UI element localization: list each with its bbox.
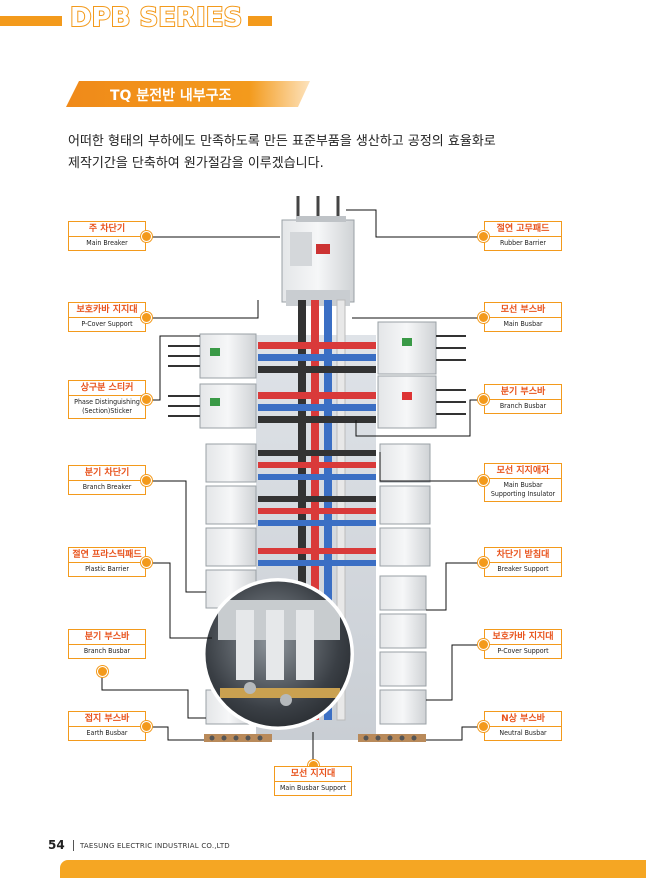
callout-dot [478, 639, 489, 650]
label-rubber-barrier: 절연 고무패드 Rubber Barrier [484, 221, 562, 251]
page-number: 54 [48, 838, 65, 852]
section-tab: TQ 분전반 내부구조 [66, 81, 310, 107]
section-title: TQ 분전반 내부구조 [110, 88, 232, 104]
callout-dot [478, 475, 489, 486]
label-pcover-support-left: 보호카바 지지대 P-Cover Support [68, 302, 146, 332]
callout-dot [478, 394, 489, 405]
label-branch-breaker: 분기 차단기 Branch Breaker [68, 465, 146, 495]
callout-dot [478, 721, 489, 732]
series-title: DPB SERIES [69, 2, 243, 34]
callout-dot [141, 475, 152, 486]
intro-line-1: 어떠한 형태의 부하에도 만족하도록 만든 표준부품을 생산하고 공정의 효율화… [68, 134, 496, 149]
callout-dot [141, 394, 152, 405]
header-accent-bar-right [248, 16, 272, 26]
label-main-busbar-insulator: 모선 지지애자 Main Busbar Supporting Insulator [484, 463, 562, 502]
label-breaker-support: 차단기 받침대 Breaker Support [484, 547, 562, 577]
label-neutral-busbar: N상 부스바 Neutral Busbar [484, 711, 562, 741]
section-tab-shape [66, 81, 310, 107]
callout-dot [478, 312, 489, 323]
label-main-busbar: 모선 부스바 Main Busbar [484, 302, 562, 332]
company-name: TAESUNG ELECTRIC INDUSTRIAL CO.,LTD [80, 842, 230, 850]
label-main-busbar-support: 모선 지지대 Main Busbar Support [274, 766, 352, 796]
label-main-breaker: 주 차단기 Main Breaker [68, 221, 146, 251]
label-pcover-support-right: 보호카바 지지대 P-Cover Support [484, 629, 562, 659]
label-earth-busbar: 접지 부스바 Earth Busbar [68, 711, 146, 741]
header-accent-bar-left [0, 16, 62, 26]
callout-dot [141, 231, 152, 242]
label-plastic-barrier: 절연 프라스틱패드 Plastic Barrier [68, 547, 146, 577]
footer-accent-bar [60, 860, 646, 878]
callout-dot [141, 312, 152, 323]
callout-dot [141, 557, 152, 568]
callout-dot [97, 666, 108, 677]
callout-dot [141, 721, 152, 732]
callout-dot [478, 557, 489, 568]
callout-dot [478, 231, 489, 242]
label-branch-busbar-left: 분기 부스바 Branch Busbar [68, 629, 146, 659]
label-branch-busbar-right: 분기 부스바 Branch Busbar [484, 384, 562, 414]
footer-separator [73, 840, 74, 851]
intro-line-2: 제작기간을 단축하여 원가절감을 이루겠습니다. [68, 156, 324, 171]
intro-text: 어떠한 형태의 부하에도 만족하도록 만든 표준부품을 생산하고 공정의 효율화… [68, 131, 588, 175]
label-phase-sticker: 상구분 스티커 Phase Distinguishing (Section)St… [68, 380, 146, 419]
